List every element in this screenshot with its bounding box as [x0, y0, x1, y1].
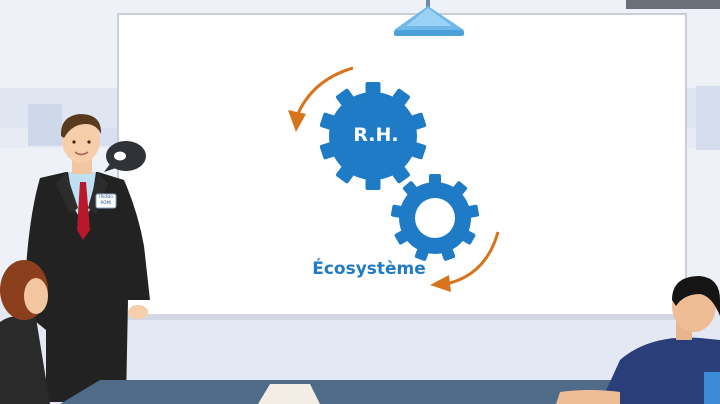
gear-tooth — [414, 248, 429, 261]
rotation-arrow-icon-top — [288, 66, 354, 132]
gear-tooth — [335, 166, 354, 184]
gear-tooth — [453, 181, 468, 195]
gear-tooth — [319, 142, 335, 160]
badge-text: (Indian ROM) — [96, 194, 116, 206]
gear-tooth — [467, 204, 480, 218]
audience-woman — [0, 260, 50, 404]
gear-tooth — [429, 174, 441, 184]
gear-tooth — [392, 88, 411, 106]
gear-tooth — [390, 204, 403, 218]
gear-tooth — [365, 82, 381, 94]
gear-tooth — [441, 248, 456, 261]
board-caption: Écosystème — [312, 259, 426, 279]
ceiling-lamp-icon — [394, 0, 464, 36]
gear-tooth — [394, 230, 408, 245]
gear-tooth — [411, 142, 427, 160]
conference-table — [60, 380, 660, 404]
gear-tooth — [462, 230, 476, 245]
badge-line-1: (Indian — [99, 194, 113, 199]
gear-icon-small — [390, 174, 480, 261]
gear-tooth — [365, 178, 381, 190]
presenter — [24, 114, 150, 402]
top-right-strip — [626, 0, 720, 9]
whiteboard-ledge — [114, 314, 690, 320]
speech-bubble-icon — [104, 141, 146, 172]
wall-panel-right — [696, 86, 720, 150]
rotation-arrow-icon-bottom — [430, 231, 500, 292]
wall-panel — [28, 104, 62, 146]
name-badge — [95, 193, 117, 209]
gear-icon-rh — [319, 82, 427, 190]
badge-line-2: ROM) — [100, 200, 112, 205]
gear-tooth — [411, 112, 427, 130]
gear-tooth — [319, 112, 335, 130]
gear-tooth — [335, 88, 354, 106]
audience-man — [556, 276, 720, 404]
gear-tooth — [392, 166, 411, 184]
gear-tooth — [402, 181, 417, 195]
gear-label-rh: R.H. — [353, 124, 399, 146]
